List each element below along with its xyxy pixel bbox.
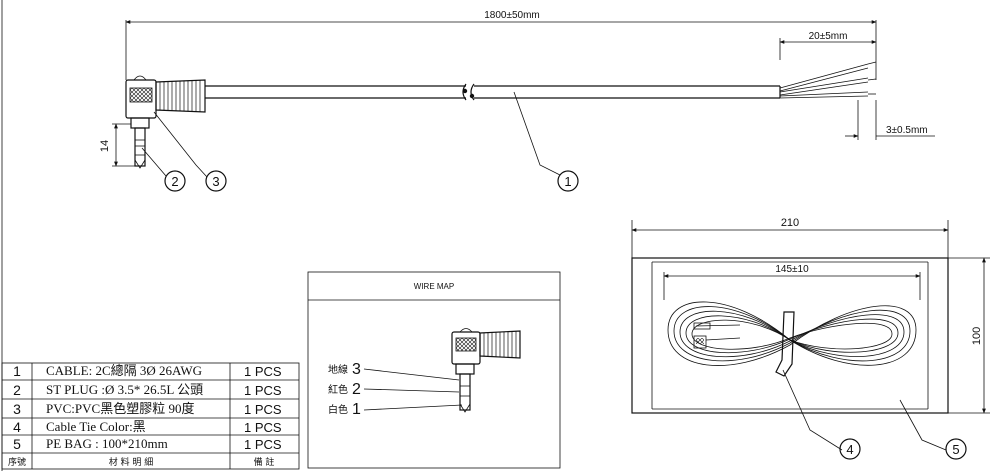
callout-5-circle [945,438,967,460]
callout-3-circle [205,170,227,192]
package-view: 210 100 145±10 [631,217,990,460]
tin-length-dim: 3±0.5mm [886,125,928,136]
bom-row-1-desc: CABLE: 2C總隔 3Ø 26AWG [46,363,202,378]
callout-2-circle [164,170,186,192]
wire-map-title: WIRE MAP [414,282,454,291]
callout-1: 1 [564,174,571,189]
callout-4: 4 [846,442,853,457]
wire-map-label-3: 地線 [328,363,348,376]
callout-2: 2 [171,174,178,189]
bom-row-5-no: 5 [13,436,21,452]
bom-row-3-qty: 1 PCS [244,402,282,417]
bom-row-1-no: 1 [13,363,21,379]
bom-row-4-no: 4 [13,419,21,435]
bag-height-dim: 100 [971,327,983,345]
cable-tie [775,311,795,377]
bom-row-2-no: 2 [13,382,21,398]
wire-map-num-2: 2 [352,381,361,398]
bom-header-desc: 材 料 明 細 [109,456,154,468]
bom-table: 1 CABLE: 2C總隔 3Ø 26AWG 1 PCS 2 ST PLUG :… [1,362,300,470]
bom-header-qty: 備 註 [254,456,275,468]
bom-row-2-desc: ST PLUG :Ø 3.5* 26.5L 公頭 [46,382,203,397]
coil-width-dim: 145±10 [775,264,809,275]
bom-row-4-desc: Cable Tie Color:黑 [46,419,146,434]
pe-bag [631,257,949,414]
bom-row-2-qty: 1 PCS [244,383,282,398]
bom-row-5-qty: 1 PCS [244,437,282,452]
bom-header-no: 序號 [8,456,26,468]
wire-map-num-1: 1 [352,401,361,418]
total-length-dim: 1800±50mm [484,10,540,21]
cable-assembly: 1800±50mm 20±5mm 3±0.5mm [99,10,935,192]
callout-4-circle [839,438,861,460]
bom-row-1-qty: 1 PCS [244,364,282,379]
callout-1-circle [557,170,579,192]
plug-height-dim: 14 [99,140,111,152]
wire-map-num-3: 3 [352,361,361,378]
bag-width-dim: 210 [781,217,799,229]
wire-map-label-1: 白色 [328,403,348,416]
bom-row-5-desc: PE BAG : 100*210mm [46,436,168,451]
callout-3: 3 [212,174,219,189]
strip-length-dim: 20±5mm [809,31,848,42]
wire-map: WIRE MAP 地線 3 紅色 2 白色 1 [307,271,561,469]
bom-row-3-desc: PVC:PVC黑色塑膠粒 90度 [46,401,194,416]
bom-row-4-qty: 1 PCS [244,420,282,435]
callout-5: 5 [952,442,959,457]
bom-row-3-no: 3 [13,401,21,417]
wire-map-label-2: 紅色 [328,383,348,396]
